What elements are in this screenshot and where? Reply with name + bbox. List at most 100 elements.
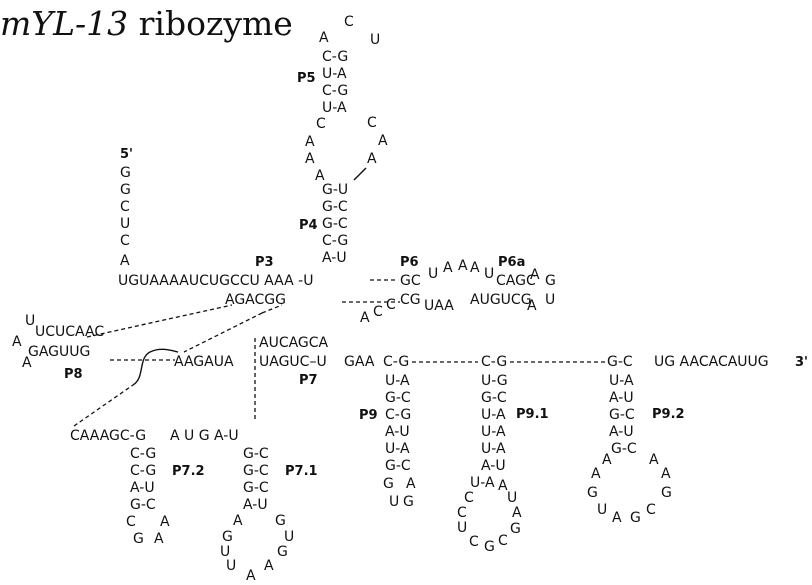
p8-loop-a: A — [12, 334, 22, 350]
p91-loop-3: U — [457, 520, 467, 536]
p7-uaguc: UAGUC–U — [259, 354, 327, 370]
junction-c-1: C — [373, 304, 383, 320]
label-p4: P4 — [299, 218, 318, 233]
p91-loop-7: G — [510, 521, 521, 537]
p6-uaa: UAA — [424, 298, 454, 314]
p72-loop-3: G — [133, 531, 144, 547]
junction-c-2: C — [386, 297, 396, 313]
p6-loop-top-1: U — [428, 266, 438, 282]
p72-bp-3: A-U — [130, 480, 155, 496]
p71-loop-3: G — [222, 529, 233, 545]
label-p5: P5 — [297, 71, 316, 86]
p45-connector-line — [353, 167, 367, 181]
p71-loop-4: U — [284, 529, 294, 545]
p71-loop-5: U — [220, 544, 230, 560]
p45-left-3: A — [305, 151, 315, 167]
p6-loop-top-4: A — [470, 260, 480, 276]
crossover-solid-line — [132, 348, 179, 386]
p92-loop-10: C — [646, 502, 656, 518]
p92-loop-2: A — [649, 452, 659, 468]
title-ribozyme-name: mYL-13 — [0, 4, 129, 43]
label-p3: P3 — [255, 255, 274, 270]
p92-bp-1: U-A — [609, 373, 634, 389]
p72-loop-4: A — [154, 531, 164, 547]
p9-bp-1: U-A — [385, 373, 410, 389]
p5-bp-2: U-A — [322, 66, 347, 82]
p91-top-bp: C-G — [481, 354, 507, 370]
label-three-prime: 3' — [795, 355, 808, 370]
p7-aucagca: AUCAGCA — [259, 335, 329, 351]
p8-loop-a-low: A — [22, 355, 32, 371]
p5-loop-c: C — [344, 14, 354, 30]
p72-loop-2: A — [160, 514, 170, 530]
p45-right-2: A — [378, 133, 388, 149]
label-p9-2: P9.2 — [652, 407, 685, 422]
p4-bp-3: G-C — [322, 216, 348, 232]
p8-lower-dash — [73, 384, 134, 427]
p91-loop-1: C — [464, 490, 474, 506]
p71-loop-2: G — [275, 513, 286, 529]
p4-bp-2: G-C — [322, 199, 348, 215]
p71-augau: A U G A-U — [170, 428, 239, 444]
p91-loop-5: G — [484, 539, 495, 555]
label-p8: P8 — [64, 367, 83, 382]
p6-gc: GC — [400, 273, 421, 289]
p91-loop-4: C — [469, 534, 479, 550]
p6-loop-top-5: U — [484, 266, 494, 282]
sequence-row-p3: UGUAAAAUCUGCCU AAA -U — [118, 273, 313, 289]
p91-loop-6: C — [498, 533, 508, 549]
p5-loop-a: A — [319, 30, 329, 46]
p9-bp-2: G-C — [385, 390, 411, 406]
p8-gaguug: GAGUUG — [28, 344, 90, 360]
junction-a: A — [360, 310, 370, 326]
p72-loop-1: C — [126, 514, 136, 530]
p71-loop-8: A — [264, 558, 274, 574]
p45-right-3: A — [367, 151, 377, 167]
p92-loop-4: A — [661, 466, 671, 482]
label-p6: P6 — [400, 255, 419, 270]
p6-loop-top-3: A — [458, 258, 468, 274]
five-strand-3: C — [120, 199, 130, 215]
p91-loop-10: A — [498, 478, 508, 494]
p9-loop-3: U — [389, 494, 399, 510]
p91-bp-1: U-G — [481, 373, 508, 389]
p8-ucucaac: UCUCAAC — [35, 324, 104, 340]
label-p7-2: P7.2 — [172, 464, 205, 479]
p7-aagaua: AAGAUA — [174, 354, 234, 370]
label-five-prime: 5' — [120, 147, 133, 162]
p6-augucg: AUGUCG — [470, 292, 532, 308]
p9-bp-4: A-U — [385, 424, 410, 440]
p8-loop-u: U — [25, 313, 35, 329]
p91-bp-5: U-A — [481, 441, 506, 457]
p5-bp-3: C-G — [322, 83, 348, 99]
p92-bp-3: G-C — [609, 407, 635, 423]
p6-cg: CG — [400, 292, 421, 308]
label-p7-1: P7.1 — [285, 464, 318, 479]
p92-bp-2: A-U — [609, 390, 634, 406]
p92-loop-9: G — [630, 510, 641, 526]
p91-bp-7: U-A — [470, 475, 495, 491]
p92-bp-5: G-C — [611, 441, 637, 457]
p9-loop-4: G — [403, 494, 414, 510]
p91-loop-9: U — [507, 490, 517, 506]
p6-loop-a-low: A — [527, 298, 537, 314]
five-strand-6: A — [120, 253, 130, 269]
p91-bp-3: U-A — [481, 407, 506, 423]
p71-loop-1: A — [233, 513, 243, 529]
p91-bp-2: G-C — [481, 390, 507, 406]
p91-loop-2: C — [457, 505, 467, 521]
p9-loop-2: A — [406, 476, 416, 492]
p91-loop-8: A — [512, 505, 522, 521]
p71-loop-6: G — [277, 544, 288, 560]
p6-loop-top-2: A — [443, 260, 453, 276]
p45-left-1: C — [316, 116, 326, 132]
p71-bp-4: A-U — [243, 497, 268, 513]
p3-bottom-strand: AGACGG — [225, 292, 286, 308]
diagram-title: mYL-13 ribozyme — [0, 4, 293, 43]
p9-loop-1: G — [383, 476, 394, 492]
p92-loop-1: A — [602, 452, 612, 468]
p72-bp-4: G-C — [130, 497, 156, 513]
three-prime-tail: UG AACACAUUG — [654, 354, 769, 370]
p5-loop-u: U — [370, 32, 380, 48]
